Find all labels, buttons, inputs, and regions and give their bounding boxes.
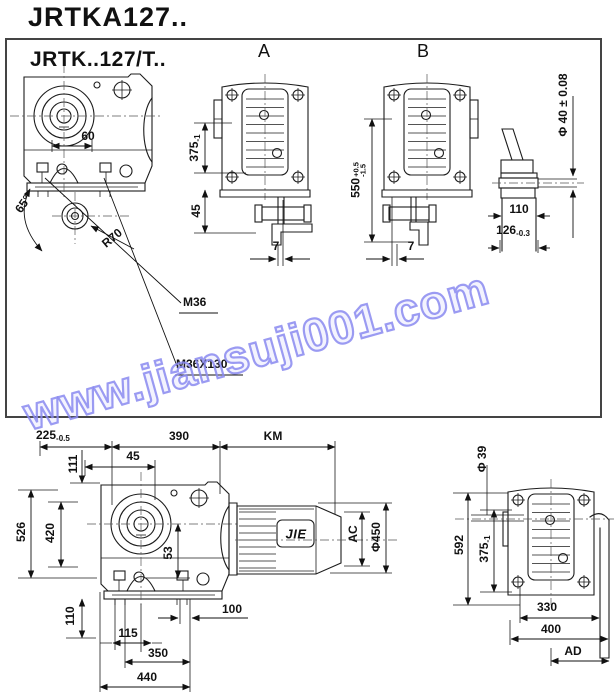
dim-60 xyxy=(51,140,93,152)
dim-7-label-view-a: 7 xyxy=(272,239,280,253)
dim-375-rear-main: 375 xyxy=(477,542,491,563)
bushing-detail-drawing xyxy=(488,96,584,253)
dim-7-label-view-b: 7 xyxy=(407,239,415,253)
dim-526-label: 526 xyxy=(14,521,28,543)
dim-126-main: 126 xyxy=(496,223,517,237)
dim-km-label: KM xyxy=(263,429,283,443)
dim-111-label: 111 xyxy=(66,454,80,474)
callout-m36-label: M36 xyxy=(183,295,207,309)
dim-550-tol-dn: -1.5 xyxy=(358,163,368,177)
callout-m36x130-label: M36X130 xyxy=(176,357,228,371)
dim-440-label: 440 xyxy=(136,670,158,684)
motor-brand-logo: JIE xyxy=(285,526,307,542)
dim-550-label-view-b: 550+0.5-1.5 xyxy=(348,162,368,198)
dim-390-label: 390 xyxy=(168,429,190,443)
panel-border xyxy=(5,38,602,418)
view-a-label: A xyxy=(257,41,271,61)
dim-375-rear-tol: -1 xyxy=(483,535,492,543)
dim-225-tol: -0.5 xyxy=(56,434,70,443)
dim-375-label-rear: 375-1 xyxy=(477,535,492,563)
dim-375-main: 375 xyxy=(187,141,201,162)
view-b-label: B xyxy=(416,41,430,61)
dim-592-label: 592 xyxy=(452,534,466,556)
dim-phi39-label: Φ 39 xyxy=(475,445,489,473)
dim-45-label-assembly: 45 xyxy=(126,449,140,463)
dim-420-label: 420 xyxy=(43,522,57,544)
dim-330-label: 330 xyxy=(536,600,558,614)
dim-110-label-detail: 110 xyxy=(509,202,529,216)
dim-45-label-view-a: 45 xyxy=(189,204,203,218)
dim-phi450-label: Φ450 xyxy=(369,522,383,552)
dim-375-label-view-a: 375-1 xyxy=(187,134,202,162)
view-b-drawing xyxy=(383,73,471,201)
torque-arm-pivot xyxy=(23,188,135,252)
assembly-gearbox-view xyxy=(86,471,238,607)
view-a-drawing xyxy=(221,73,309,201)
dim-375-tol: -1 xyxy=(193,134,202,142)
view-a-extras xyxy=(194,99,313,266)
dim-350-label: 350 xyxy=(147,646,169,660)
page-title: JRTKA127.. xyxy=(28,2,189,32)
dim-60-label: 60 xyxy=(81,129,95,143)
dim-115-label: 115 xyxy=(118,626,138,640)
dim-126-label: 126-0.3 xyxy=(496,224,530,238)
dim-100-label: 100 xyxy=(221,602,243,616)
dim-550-main: 550 xyxy=(348,177,363,198)
dim-225-main: 225 xyxy=(36,428,57,442)
panel-subtitle: JRTK..127/T.. xyxy=(30,48,167,71)
dim-phi40-label: Φ 40 ± 0.08 xyxy=(556,73,570,137)
motor-drawing xyxy=(228,502,400,576)
dim-126-tol: -0.3 xyxy=(516,229,530,238)
dim-ac-label: AC xyxy=(346,525,360,543)
rear-view-extras xyxy=(453,465,614,666)
gearbox-front-view xyxy=(10,64,160,198)
rear-view-drawing xyxy=(507,478,595,606)
assembly-dimensions xyxy=(18,441,392,692)
dim-110-label-assembly: 110 xyxy=(63,606,77,626)
dim-225-label: 225-0.5 xyxy=(36,429,70,443)
dim-ad-label: AD xyxy=(564,644,582,658)
dim-400-label: 400 xyxy=(540,622,562,636)
dim-53-label: 53 xyxy=(161,546,175,560)
view-b-extras xyxy=(364,99,479,266)
leader-lines xyxy=(44,177,243,376)
